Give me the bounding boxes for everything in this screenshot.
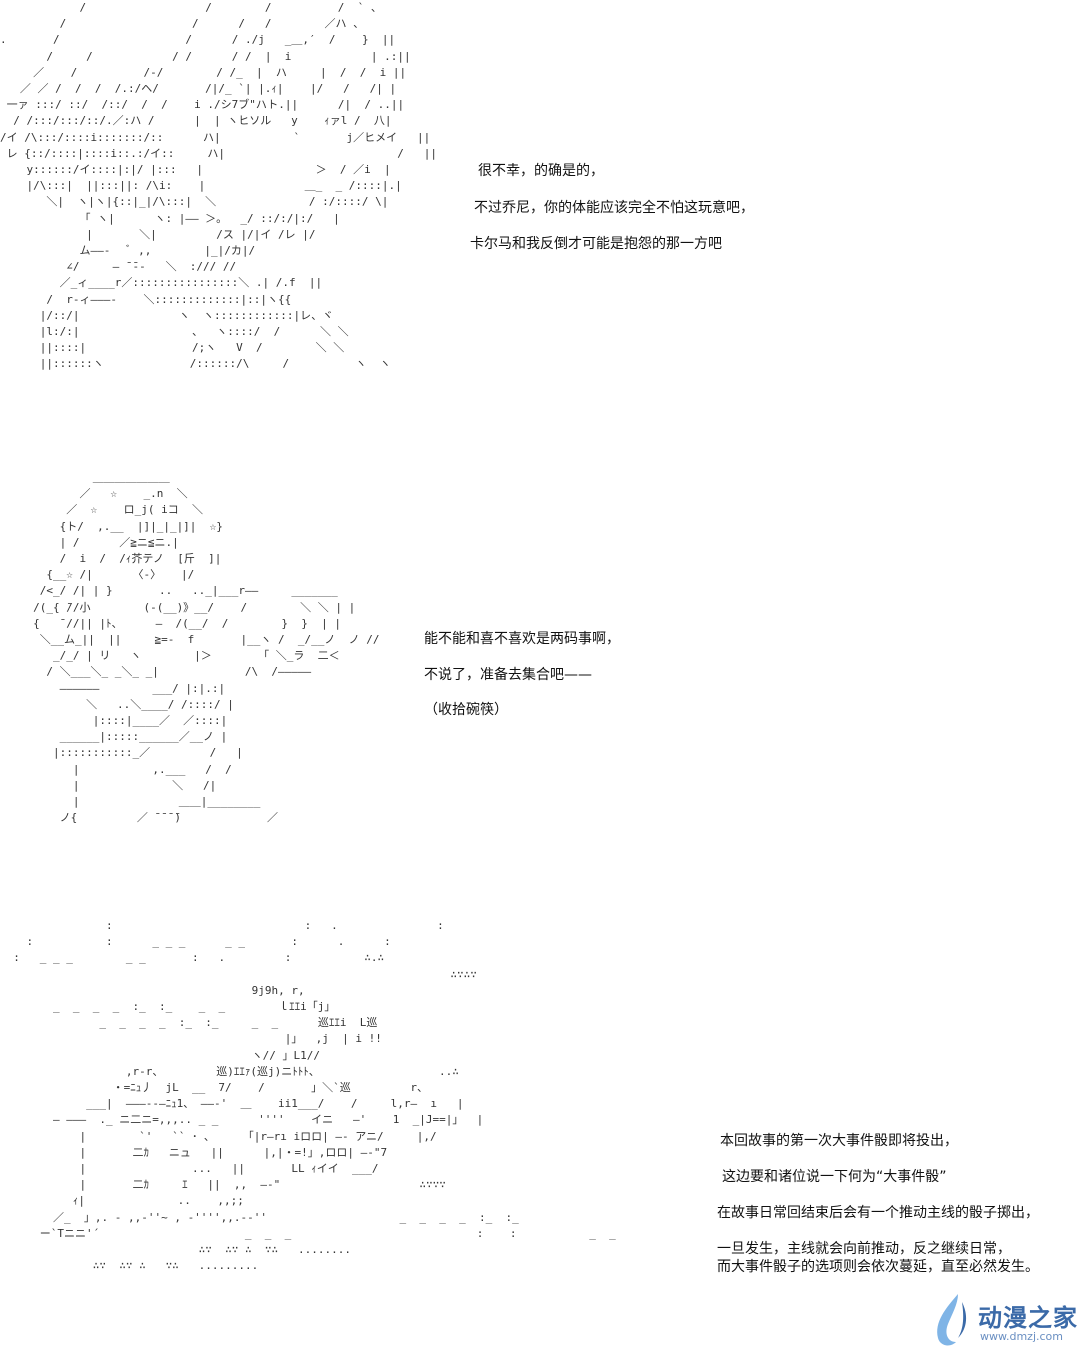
ascii-art-character: ＿＿＿＿＿＿＿ ／ ☆ _.n ＼ ／ ☆ ロ_j( iコ ＼ {ト/ ,.__… [33,471,380,825]
panel-2-line-1: 能不能和喜不喜欢是两码事啊， [424,631,620,647]
watermark-name: 动漫之家 [978,1304,1078,1332]
panel-1-line-2: 不过乔尼，你的体能应该完全不怕这玩意吧， [474,200,754,216]
ascii-art-scene: : : . : : : _ _ _ _ _ : . : : _ _ _ _ _ … [13,919,616,1273]
brush-stroke-logo-icon [937,1294,967,1346]
panel-3-line-2: 这边要和诸位说一下何为“大事件骰” [722,1169,947,1185]
panel-3-line-4: 一旦发生，主线就会向前推动，反之继续日常， [717,1241,1011,1257]
panel-2-line-3: （收拾碗筷） [424,702,508,718]
panel-3-line-3: 在故事日常回结束后会有一个推动主线的骰子掷出， [717,1205,1039,1221]
ascii-art-girl: / / / / ` 、 / / / / ／ハ 、 . / / / ./j _＿,… [0,1,437,371]
panel-3-line-5: 而大事件骰子的选项则会依次蔓延，直至必然发生。 [717,1259,1039,1275]
panel-1-line-3: 卡尔马和我反倒才可能是抱怨的那一方吧 [470,236,722,252]
panel-2-line-2: 不说了，准备去集合吧—— [424,667,592,683]
panel-3-line-1: 本回故事的第一次大事件骰即将投出， [720,1133,958,1149]
panel-1-line-1: 很不幸，的确是的， [478,163,604,179]
watermark-url: www.dmzj.com [980,1330,1063,1343]
watermark: 动漫之家 www.dmzj.com [928,1290,1078,1350]
